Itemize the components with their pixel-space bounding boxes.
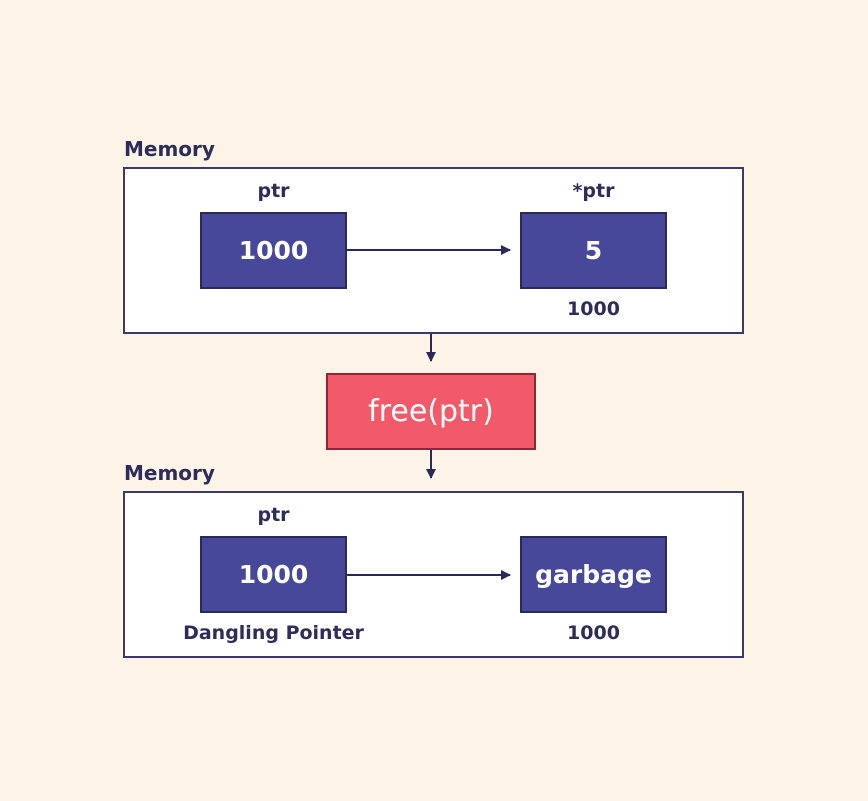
bottom-target-cell: garbage bbox=[520, 536, 667, 613]
bottom-memory-title: Memory bbox=[124, 461, 215, 485]
bottom-target-address: 1000 bbox=[567, 622, 620, 644]
top-target-cell: 5 bbox=[520, 212, 667, 289]
dangling-pointer-caption: Dangling Pointer bbox=[183, 622, 364, 644]
bottom-pointer-cell: 1000 bbox=[200, 536, 347, 613]
top-pointer-label: ptr bbox=[257, 180, 290, 202]
top-target-address: 1000 bbox=[567, 298, 620, 320]
free-operation-box: free(ptr) bbox=[326, 373, 536, 450]
top-target-label: *ptr bbox=[572, 180, 615, 202]
top-memory-title: Memory bbox=[124, 137, 215, 161]
top-pointer-cell: 1000 bbox=[200, 212, 347, 289]
bottom-pointer-label: ptr bbox=[257, 504, 290, 526]
